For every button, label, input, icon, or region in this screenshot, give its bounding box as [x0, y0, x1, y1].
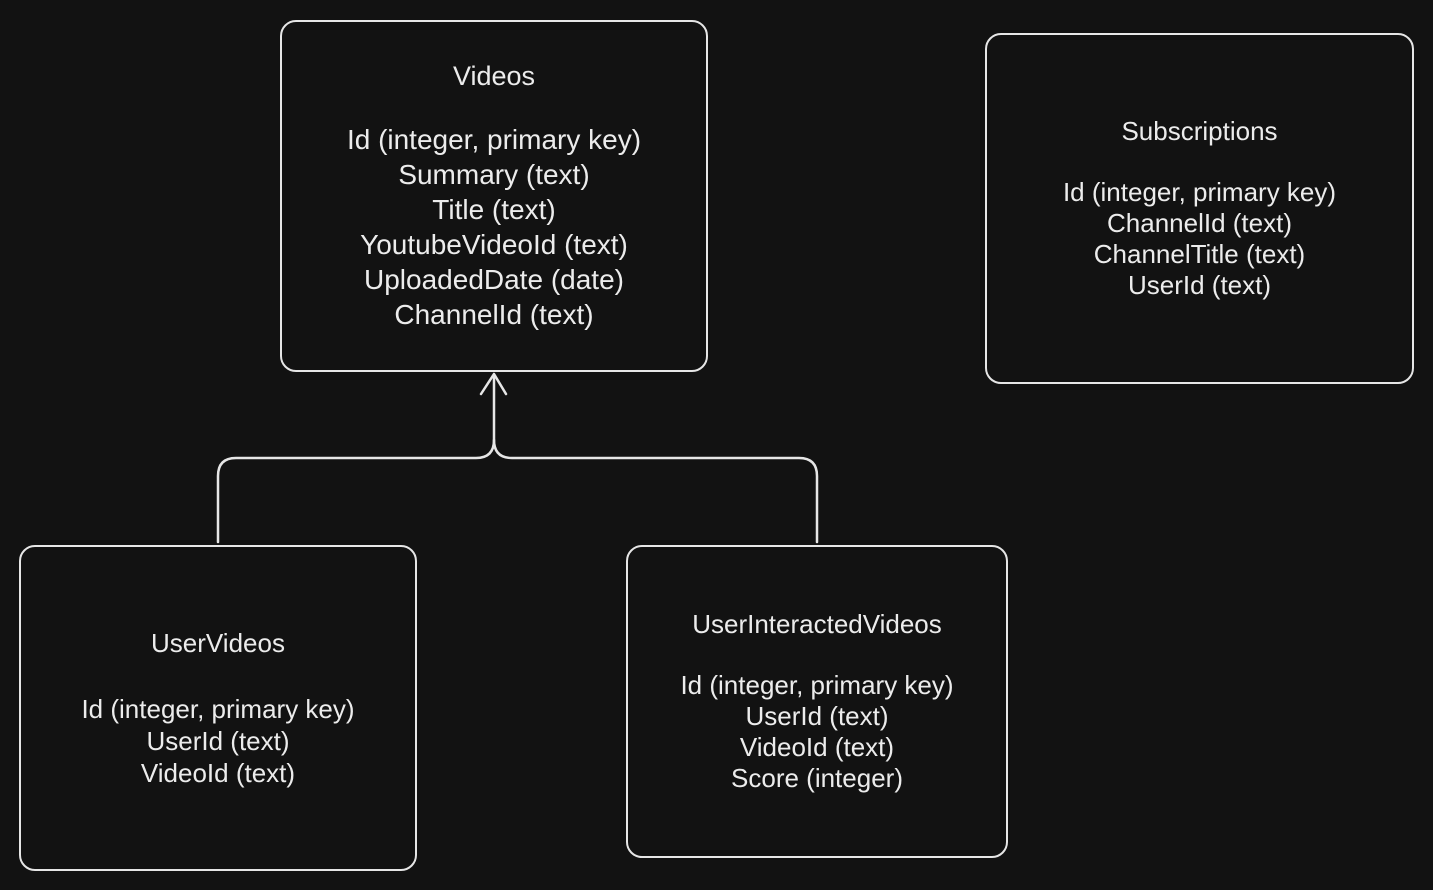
entity-subscriptions[interactable]: Subscriptions Id (integer, primary key) … — [985, 33, 1414, 384]
field-item: UploadedDate (date) — [364, 263, 624, 295]
field-item: UserId (text) — [745, 701, 889, 731]
entity-title: Subscriptions — [1121, 116, 1278, 146]
field-item: UserId (text) — [146, 725, 290, 756]
field-list: Id (integer, primary key) Summary (text)… — [347, 122, 641, 332]
entity-videos[interactable]: Videos Id (integer, primary key) Summary… — [280, 20, 708, 372]
field-item: Id (integer, primary key) — [346, 123, 642, 155]
entity-userinteractedvideos[interactable]: UserInteractedVideos Id (integer, primar… — [626, 545, 1008, 858]
field-item: VideoId (text) — [140, 757, 296, 788]
field-item: Summary (text) — [398, 158, 590, 190]
field-item: ChannelId (text) — [1107, 208, 1292, 238]
connector-userinteractedvideos-to-videos — [492, 373, 819, 544]
field-list: Id (integer, primary key) UserId (text) … — [680, 670, 953, 794]
entity-uservideos[interactable]: UserVideos Id (integer, primary key) Use… — [19, 545, 417, 871]
entity-title: UserInteractedVideos — [692, 609, 942, 639]
connector-uservideos-to-videos — [216, 438, 496, 544]
field-item: Score (integer) — [731, 763, 903, 793]
entity-title: Videos — [452, 60, 536, 91]
field-item: Id (integer, primary key) — [680, 670, 954, 700]
field-item: YoutubeVideoId (text) — [360, 228, 628, 260]
field-item: Title (text) — [432, 193, 556, 225]
field-item: ChannelId (text) — [394, 298, 594, 330]
entity-title: UserVideos — [151, 627, 285, 658]
arrowhead-icon — [479, 372, 508, 396]
field-item: Id (integer, primary key) — [81, 693, 355, 724]
field-list: Id (integer, primary key) ChannelId (tex… — [1063, 177, 1336, 301]
field-item: Id (integer, primary key) — [1062, 177, 1337, 207]
field-list: Id (integer, primary key) UserId (text) … — [81, 693, 354, 789]
field-item: ChannelTitle (text) — [1093, 239, 1306, 269]
field-item: VideoId (text) — [739, 732, 895, 762]
field-item: UserId (text) — [1127, 270, 1272, 300]
